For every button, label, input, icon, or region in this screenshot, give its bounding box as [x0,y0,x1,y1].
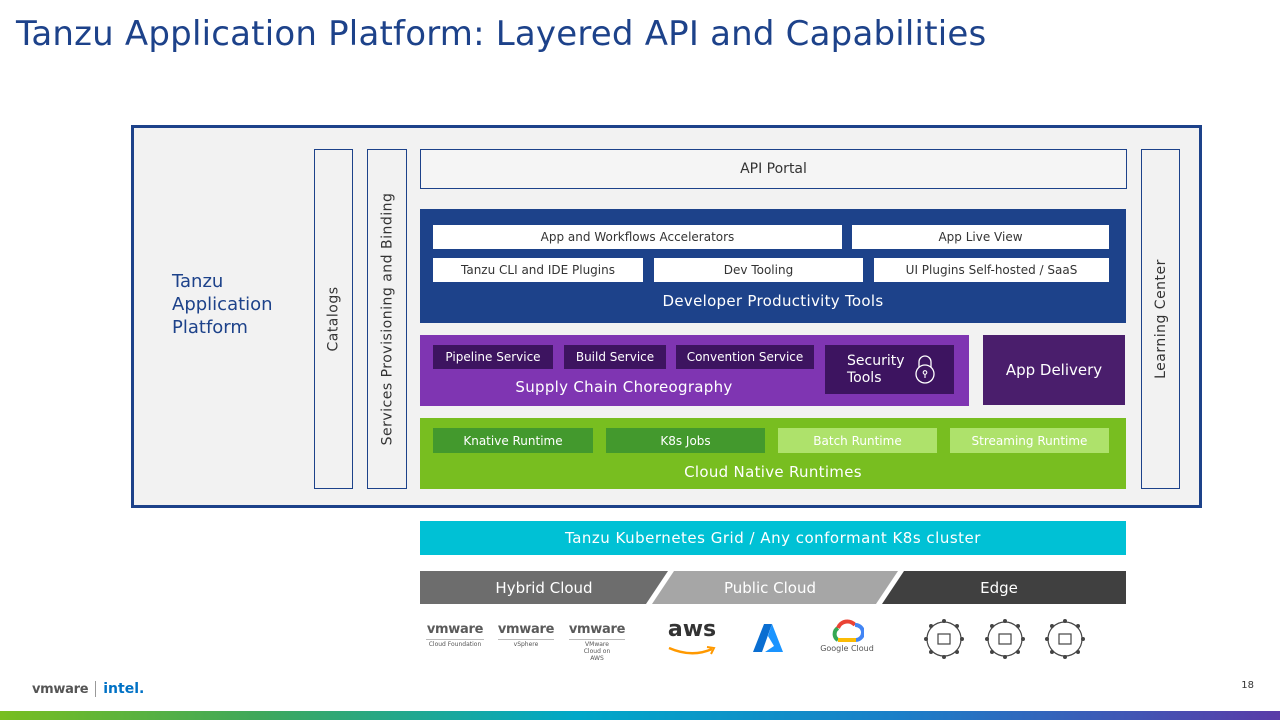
hybrid-cloud-label: Hybrid Cloud [495,578,593,597]
chip-ui-plugins: UI Plugins Self-hosted / SaaS [874,258,1109,282]
edge-node-icon [924,619,964,659]
catalogs-bar: Catalogs [314,149,353,489]
security-tools-block: Security Tools [825,345,954,394]
google-cloud-logo: Google Cloud [818,618,876,662]
edge-node-icon [1045,619,1085,659]
lock-icon [915,355,935,384]
aws-smile-icon [668,646,716,655]
page-number: 18 [1241,680,1254,691]
edge-node-icon [985,619,1025,659]
platform-label-line: Tanzu [172,271,224,292]
chip-app-accelerators: App and Workflows Accelerators [433,225,842,249]
platform-label-line: Platform [172,317,248,338]
chip-k8s-jobs: K8s Jobs [606,428,765,453]
footer-divider [95,681,97,697]
cloud-targets-bar [420,571,1126,604]
footer-vmware-logo: vmware [32,681,89,697]
public-cloud-label: Public Cloud [723,578,816,597]
page-title: Tanzu Application Platform: Layered API … [16,14,987,54]
chip-build-service: Build Service [564,345,666,369]
platform-label: Tanzu Application Platform [172,270,273,339]
platform-label-line: Application [172,294,273,315]
public-cloud-shape [652,571,898,604]
footer-gradient-bar [0,711,1280,720]
vmware-wordmark: vmware [497,622,555,637]
chip-cli-ide-plugins: Tanzu CLI and IDE Plugins [433,258,643,282]
catalogs-label: Catalogs [325,286,342,352]
developer-tools-label: Developer Productivity Tools [662,292,884,310]
chip-pipeline-service: Pipeline Service [433,345,553,369]
google-cloud-wordmark: Google Cloud [820,644,874,653]
services-label: Services Provisioning and Binding [379,192,396,446]
chip-dev-tooling: Dev Tooling [654,258,863,282]
app-delivery-block: App Delivery [983,335,1125,405]
chip-convention-service: Convention Service [676,345,814,369]
vmware-cloud-foundation-logo: vmware Cloud Foundation [420,622,490,648]
hybrid-cloud-shape [420,571,668,604]
runtimes-label: Cloud Native Runtimes [684,463,862,481]
vmware-product-name: VMware Cloud on AWS [583,641,611,662]
google-cloud-icon [832,619,864,642]
footer-intel-logo: intel. [103,681,145,697]
security-label-line: Security [847,353,905,369]
edge-label: Edge [980,578,1018,597]
supply-chain-label: Supply Chain Choreography [515,378,733,396]
security-tools-label: Security Tools [847,353,905,387]
aws-wordmark: aws [667,617,717,642]
learning-center-bar: Learning Center [1141,149,1180,489]
vmware-cloud-aws-logo: vmware VMware Cloud on AWS [563,622,631,662]
vmware-product-name: vSphere [513,641,539,648]
footer-logos: vmware intel. [32,680,144,698]
vmware-wordmark: vmware [568,622,626,637]
api-portal: API Portal [420,149,1127,189]
kubernetes-grid-bar: Tanzu Kubernetes Grid / Any conformant K… [420,521,1126,555]
vmware-vsphere-logo: vmware vSphere [492,622,560,648]
security-label-line: Tools [847,370,882,386]
chip-knative-runtime: Knative Runtime [433,428,593,453]
chip-batch-runtime: Batch Runtime [778,428,937,453]
edge-shape [882,571,1126,604]
services-bar: Services Provisioning and Binding [367,149,407,489]
vmware-product-name: Cloud Foundation [428,641,482,648]
vmware-wordmark: vmware [426,622,484,637]
azure-icon [753,624,783,652]
chip-app-live-view: App Live View [852,225,1109,249]
aws-logo: aws [666,618,718,658]
learning-center-label: Learning Center [1152,259,1169,379]
chip-streaming-runtime: Streaming Runtime [950,428,1109,453]
